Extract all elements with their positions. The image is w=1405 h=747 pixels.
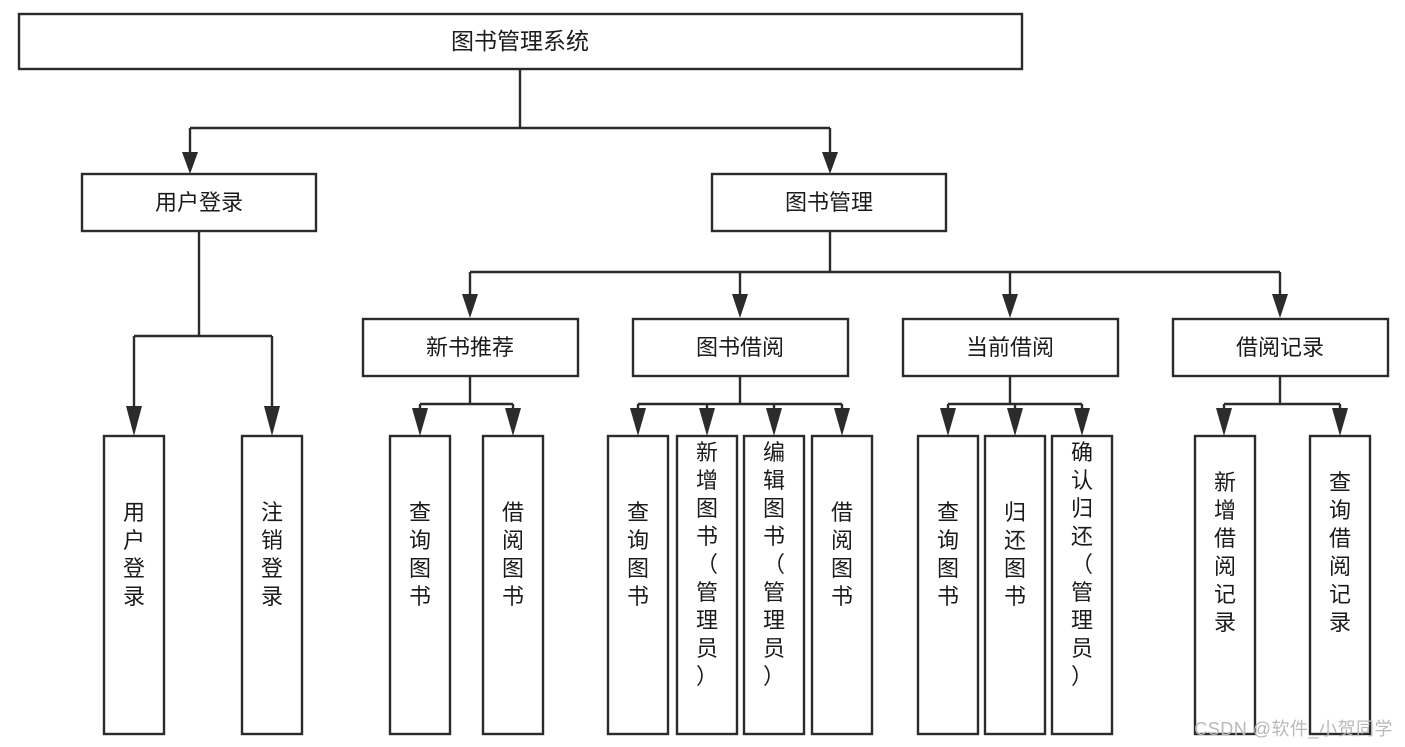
- leaf-current-query-book[interactable]: 查询图书: [916, 434, 980, 736]
- arrow-head-icon: [1272, 294, 1288, 318]
- node-new-book-recommend-label: 新书推荐: [426, 335, 514, 360]
- leaf-recommend-borrow-book-label: 借阅图书: [502, 500, 524, 609]
- node-root-label: 图书管理系统: [451, 28, 589, 54]
- leaf-borrow-query-book[interactable]: 查询图书: [606, 434, 670, 736]
- leaf-recommend-borrow-book[interactable]: 借阅图书: [481, 434, 545, 736]
- connector-currentborrow-to-leaves: [940, 376, 1090, 436]
- leaf-user-login[interactable]: 用户登录: [102, 434, 166, 736]
- node-user-login[interactable]: 用户登录: [80, 172, 318, 233]
- leaf-add-borrow-record[interactable]: 新增借阅记录: [1193, 434, 1257, 736]
- leaf-current-query-book-label: 查询图书: [937, 500, 959, 609]
- leaf-edit-book-admin[interactable]: 编辑图书（管理员）: [742, 434, 806, 736]
- arrow-head-icon: [182, 152, 198, 174]
- leaf-borrow-book-label: 借阅图书: [831, 500, 853, 609]
- node-current-borrow-label: 当前借阅: [966, 335, 1054, 360]
- arrow-head-icon: [940, 408, 956, 436]
- arrow-head-icon: [264, 406, 280, 436]
- connector-borrowrecords-to-leaves: [1216, 376, 1348, 436]
- node-new-book-recommend[interactable]: 新书推荐: [361, 317, 580, 378]
- leaf-add-borrow-record-label: 新增借阅记录: [1214, 470, 1236, 635]
- node-book-management-label: 图书管理: [785, 190, 873, 215]
- leaf-borrow-book[interactable]: 借阅图书: [810, 434, 874, 736]
- node-root-system[interactable]: 图书管理系统: [17, 12, 1024, 71]
- connector-userlogin-to-leaves: [126, 231, 280, 436]
- arrow-head-icon: [766, 408, 782, 436]
- arrow-head-icon: [1002, 294, 1018, 318]
- arrow-head-icon: [505, 408, 521, 436]
- arrow-head-icon: [1332, 408, 1348, 436]
- arrow-head-icon: [412, 408, 428, 436]
- arrow-head-icon: [732, 294, 748, 318]
- arrow-head-icon: [630, 408, 646, 436]
- node-user-login-label: 用户登录: [155, 190, 243, 215]
- connector-root-to-level2: [182, 69, 838, 174]
- leaf-return-book-label: 归还图书: [1004, 500, 1026, 609]
- leaf-query-borrow-record[interactable]: 查询借阅记录: [1308, 434, 1372, 736]
- leaf-borrow-query-book-label: 查询图书: [627, 500, 649, 609]
- connector-newbook-to-leaves: [412, 376, 521, 436]
- arrow-head-icon: [1074, 408, 1090, 436]
- leaf-return-book[interactable]: 归还图书: [983, 434, 1047, 736]
- leaf-edit-book-admin-label: 编辑图书（管理员）: [763, 440, 785, 689]
- arrow-head-icon: [462, 294, 478, 318]
- leaf-logout-label: 注销登录: [261, 500, 283, 609]
- arrow-head-icon: [1007, 408, 1023, 436]
- leaf-recommend-query-book[interactable]: 查询图书: [388, 434, 452, 736]
- arrow-head-icon: [834, 408, 850, 436]
- leaf-query-borrow-record-label: 查询借阅记录: [1329, 470, 1351, 635]
- node-current-borrow[interactable]: 当前借阅: [901, 317, 1120, 378]
- leaf-add-book-admin[interactable]: 新增图书（管理员）: [675, 434, 739, 736]
- node-book-borrow[interactable]: 图书借阅: [631, 317, 850, 378]
- leaf-logout[interactable]: 注销登录: [240, 434, 304, 736]
- node-book-borrow-label: 图书借阅: [696, 335, 784, 360]
- node-borrow-records-label: 借阅记录: [1236, 335, 1324, 360]
- connector-bookborrow-to-leaves: [630, 376, 850, 436]
- arrow-head-icon: [822, 152, 838, 174]
- leaf-confirm-return-admin[interactable]: 确认归还（管理员）: [1050, 434, 1114, 736]
- leaf-user-login-label: 用户登录: [123, 500, 145, 609]
- leaf-add-book-admin-label: 新增图书（管理员）: [696, 440, 718, 689]
- arrow-head-icon: [699, 408, 715, 436]
- node-borrow-records[interactable]: 借阅记录: [1171, 317, 1390, 378]
- arrow-head-icon: [1216, 408, 1232, 436]
- node-book-management[interactable]: 图书管理: [710, 172, 948, 233]
- connector-bookmgmt-to-level3: [462, 231, 1288, 318]
- leaf-recommend-query-book-label: 查询图书: [409, 500, 431, 609]
- arrow-head-icon: [126, 406, 142, 436]
- leaf-confirm-return-admin-label: 确认归还（管理员）: [1071, 440, 1093, 689]
